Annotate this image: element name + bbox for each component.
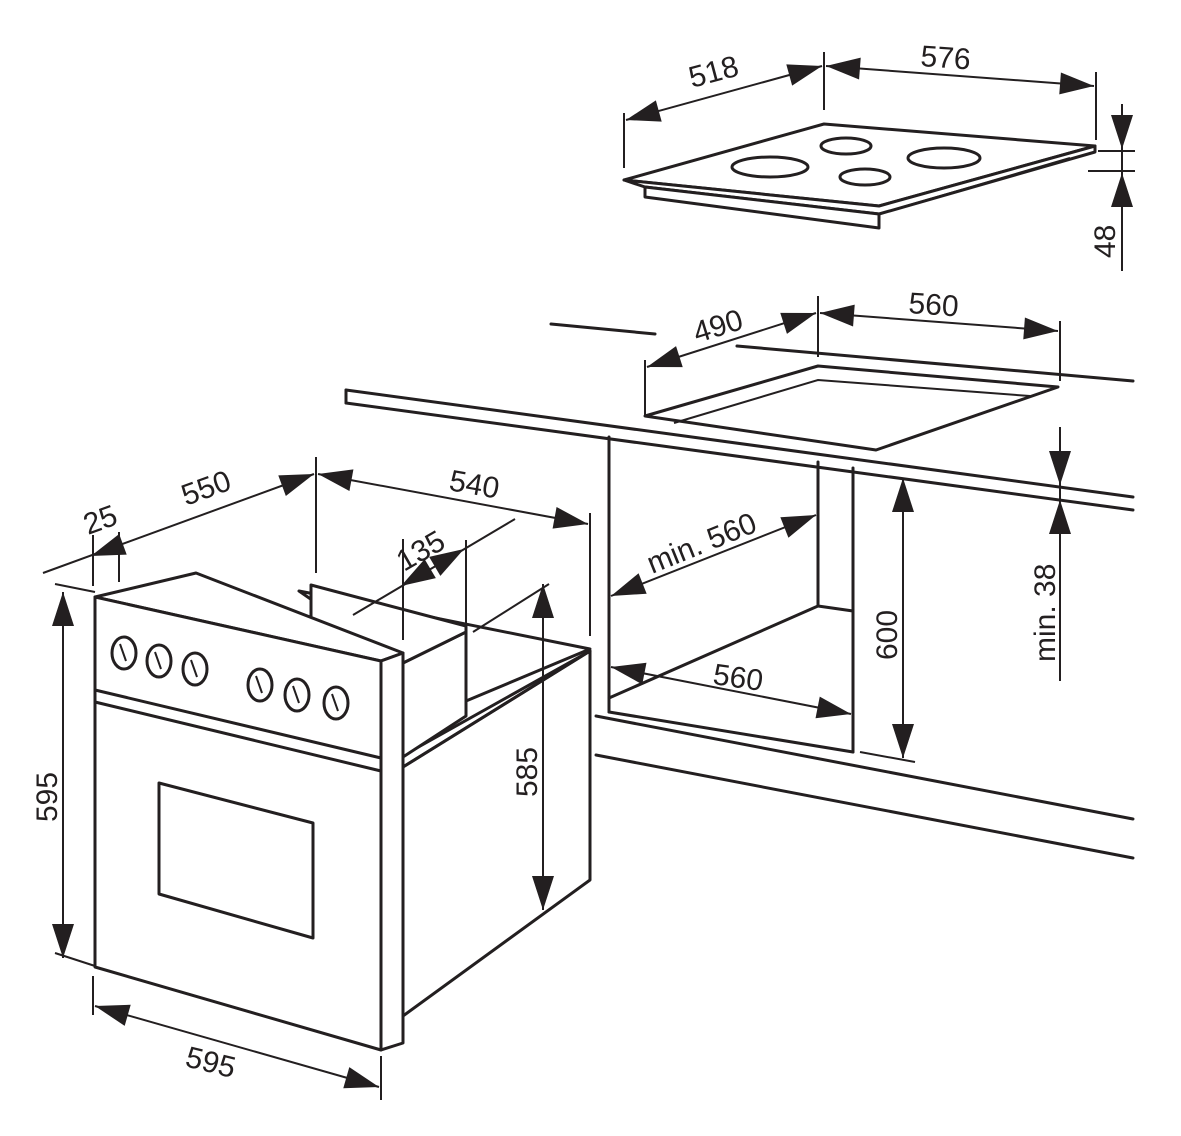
dim-hob-width: 576 — [920, 40, 972, 76]
niche-dimensions: min. 560 560 600 — [606, 478, 914, 758]
knob-4 — [246, 667, 274, 703]
knob-5 — [283, 677, 311, 713]
countertop — [344, 322, 1135, 512]
burner-rear-left — [819, 136, 873, 156]
dim-front-thickness: 25 — [79, 499, 122, 541]
hob-dimensions: 518 576 48 — [623, 40, 1135, 271]
burner-front-right — [838, 167, 892, 187]
dim-niche-width: 560 — [711, 658, 765, 698]
dim-cutout-width: 560 — [908, 287, 960, 323]
oven-window — [157, 781, 315, 940]
control-knobs — [110, 635, 350, 721]
knob-1 — [110, 635, 138, 671]
hob-cutout — [643, 364, 1060, 452]
knob-2 — [145, 643, 173, 679]
dim-hob-depth: 518 — [685, 50, 742, 95]
dim-niche-height: 600 — [871, 610, 904, 660]
dim-oven-width: 595 — [182, 1041, 239, 1085]
control-panel-divider — [93, 688, 383, 760]
dim-niche-min-width: min. 560 — [642, 507, 761, 581]
burner-rear-right — [906, 146, 982, 170]
oven — [93, 571, 592, 1052]
hob — [622, 122, 1097, 230]
burner-front-left — [730, 155, 810, 179]
knob-6 — [322, 685, 350, 721]
oven-niche — [594, 435, 1135, 860]
dim-oven-height: 595 — [31, 772, 64, 822]
dim-oven-body-height: 585 — [511, 747, 544, 797]
clearance-dimension: min. 38 — [1029, 427, 1071, 681]
dim-cutout-depth: 490 — [689, 303, 747, 349]
knob-3 — [181, 651, 209, 687]
dim-hob-height: 48 — [1089, 225, 1122, 258]
dim-min-clearance: min. 38 — [1029, 564, 1062, 662]
hob-base — [643, 185, 881, 230]
